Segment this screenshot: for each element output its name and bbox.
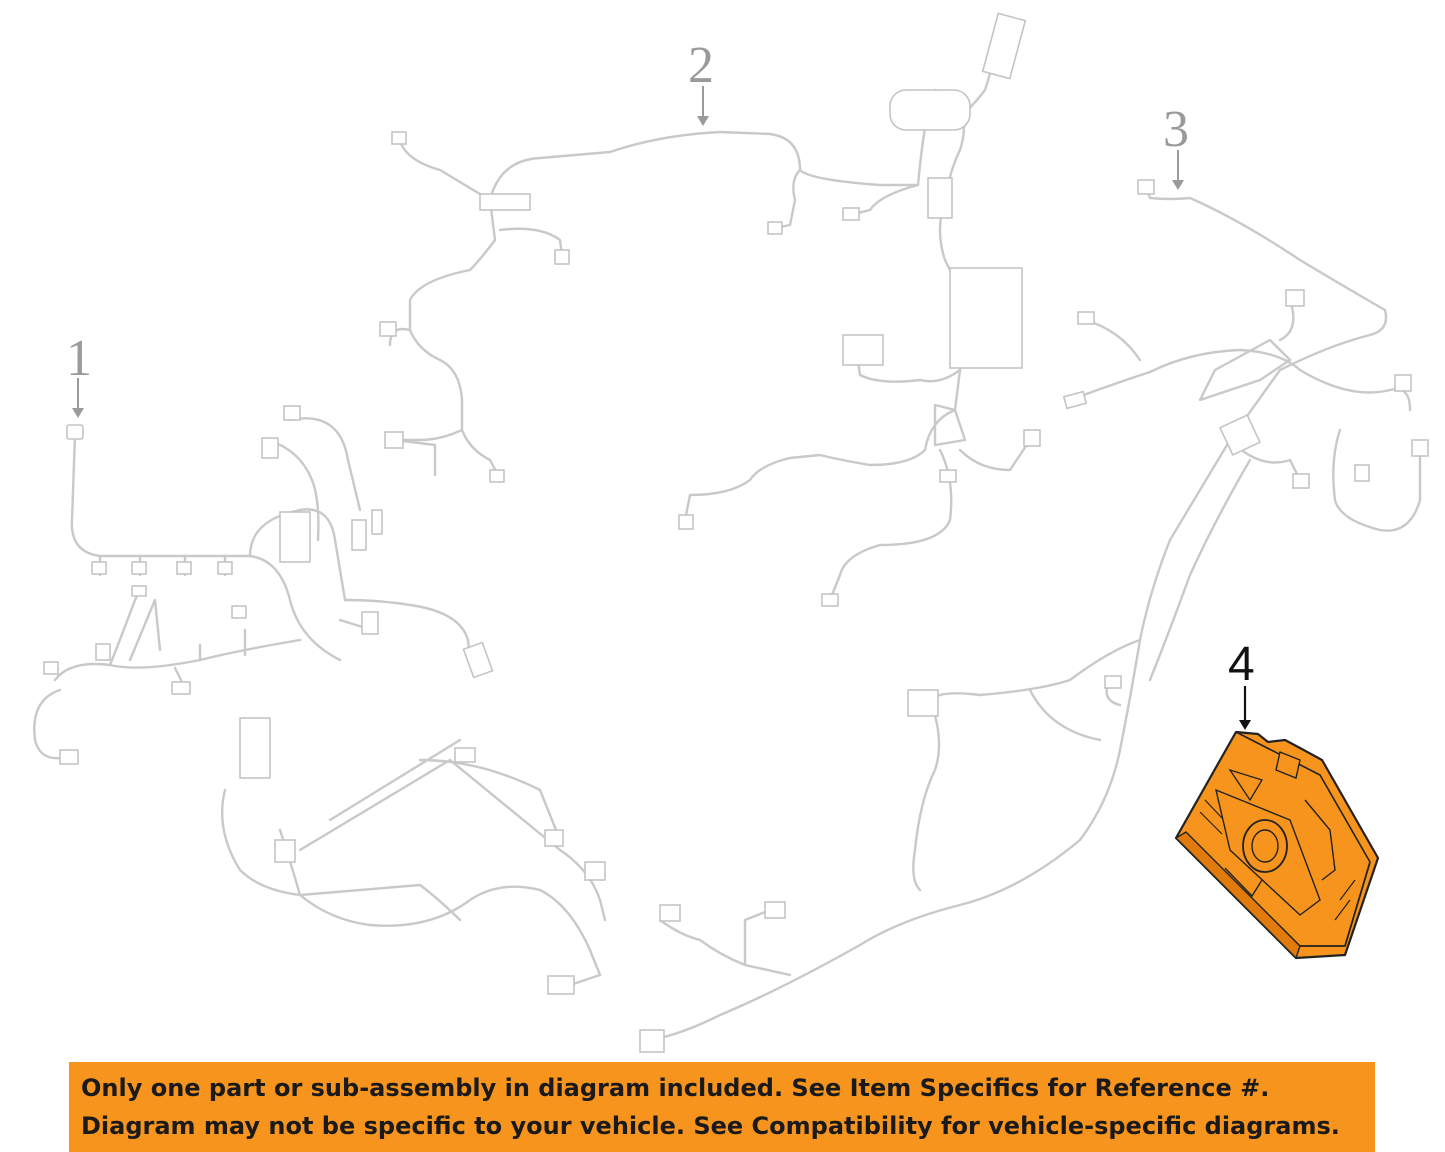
callout-4-label: 4 <box>1228 638 1255 691</box>
callout-2: 2 <box>688 37 714 126</box>
callout-4: 4 <box>1228 638 1255 730</box>
disclaimer-line-2: Diagram may not be specific to your vehi… <box>81 1112 1340 1140</box>
callout-2-label: 2 <box>688 37 714 94</box>
harness-1 <box>33 405 494 765</box>
seat-harness <box>220 717 607 995</box>
harness-2 <box>379 12 1041 607</box>
callout-3: 3 <box>1163 101 1189 190</box>
callout-1-label: 1 <box>66 330 92 387</box>
disclaimer-line-1: Only one part or sub-assembly in diagram… <box>81 1074 1270 1102</box>
disclaimer-banner: Only one part or sub-assembly in diagram… <box>69 1062 1375 1152</box>
harness-3 <box>639 179 1429 1053</box>
callout-3-label: 3 <box>1163 101 1189 158</box>
module-part-4[interactable] <box>1174 730 1380 960</box>
callout-1: 1 <box>66 330 92 418</box>
